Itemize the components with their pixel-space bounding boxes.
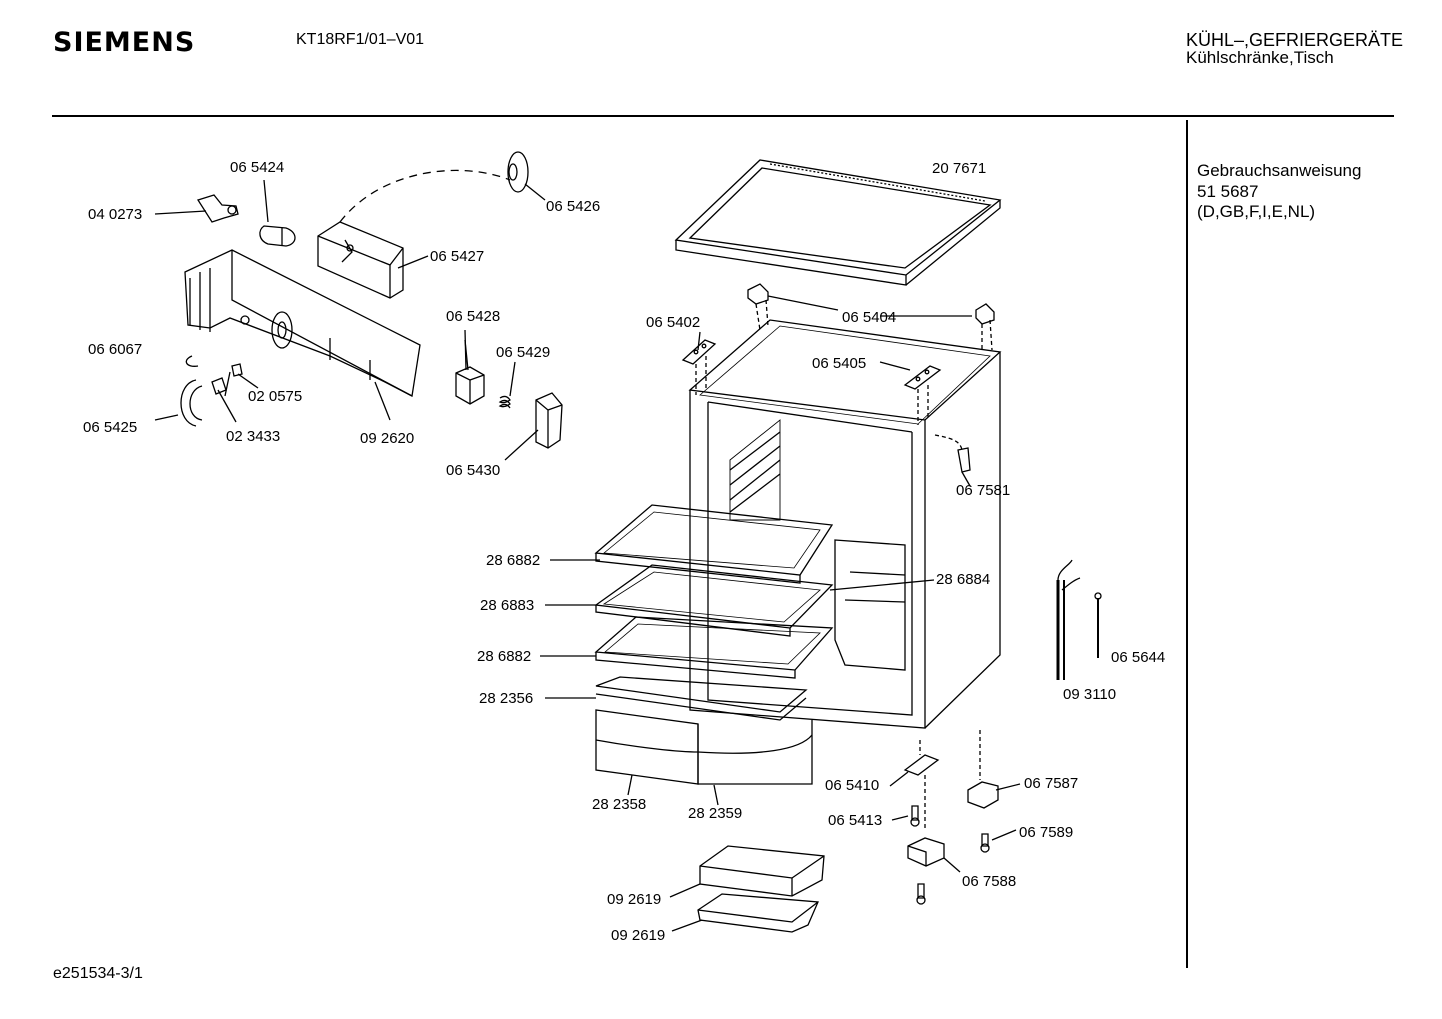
thermostat-box	[317, 221, 404, 299]
part-label: 28 2359	[688, 805, 742, 822]
bushing	[934, 434, 971, 473]
part-label: 28 2358	[592, 796, 646, 813]
clip-right	[975, 303, 995, 352]
freezer-compartment	[834, 539, 906, 671]
capillary-tube	[339, 169, 511, 223]
part-labels: 06 5424 04 0273 06 5426 06 5427 06 5428 …	[83, 159, 1165, 944]
part-label: 02 0575	[248, 388, 302, 405]
part-label: 06 5430	[446, 462, 500, 479]
category-title: KÜHL–,GEFRIERGERÄTE	[1186, 30, 1404, 50]
foot-bracket	[907, 837, 945, 867]
part-label: 06 5427	[430, 248, 484, 265]
crisper-cover	[595, 676, 808, 721]
thermostat-knob	[507, 151, 529, 193]
leader-lines	[154, 179, 1021, 932]
control-housing	[184, 249, 421, 397]
part-label: 28 6883	[480, 597, 534, 614]
hinge-top-left	[681, 339, 717, 395]
part-label: 04 0273	[88, 206, 142, 223]
sensor-tube	[1094, 592, 1102, 658]
sensor-bundle	[1056, 559, 1081, 680]
part-label: 06 5644	[1111, 649, 1165, 666]
document-id: e251534-3/1	[53, 965, 143, 982]
part-label: 28 6882	[486, 552, 540, 569]
container-tray	[697, 893, 819, 933]
lamp-socket	[196, 194, 239, 223]
manual-title: Gebrauchsanweisung	[1197, 161, 1362, 180]
part-label: 06 7588	[962, 873, 1016, 890]
part-label: 09 2619	[607, 891, 661, 908]
header-divider	[52, 115, 1394, 117]
part-label: 02 3433	[226, 428, 280, 445]
manual-languages: (D,GB,F,I,E,NL)	[1197, 202, 1316, 221]
screw-1	[910, 805, 920, 827]
part-label: 06 5425	[83, 419, 137, 436]
part-label: 28 6882	[477, 648, 531, 665]
part-label: 06 5424	[230, 159, 284, 176]
clip-left	[747, 283, 769, 331]
part-label: 06 5429	[496, 344, 550, 361]
part-label: 06 7581	[956, 482, 1010, 499]
part-label: 06 5410	[825, 777, 879, 794]
brand-logo: SIEMENS	[53, 27, 196, 58]
manual-number: 51 5687	[1197, 182, 1259, 201]
part-label: 06 7587	[1024, 775, 1078, 792]
bracket	[231, 363, 243, 377]
screw-3	[916, 883, 926, 905]
switch	[455, 339, 485, 405]
part-label: 06 6067	[88, 341, 142, 358]
part-label: 06 5405	[812, 355, 866, 372]
part-label: 06 5426	[546, 198, 600, 215]
crisper-drawers	[595, 709, 813, 785]
hinge-top-right	[903, 365, 942, 425]
worktop	[674, 159, 1002, 286]
clip	[185, 355, 199, 367]
part-label: 06 5402	[646, 314, 700, 331]
shelf-2	[594, 564, 834, 637]
evaporator-fins	[729, 419, 781, 521]
part-label: 28 6884	[936, 571, 990, 588]
part-label: 06 5428	[446, 308, 500, 325]
cabinet-body	[688, 319, 1002, 729]
part-label: 09 2620	[360, 430, 414, 447]
shelf-1	[594, 504, 834, 584]
part-label: 09 3110	[1063, 686, 1116, 703]
model-number: KT18RF1/01–V01	[296, 31, 425, 48]
light-bulb	[259, 225, 296, 247]
part-label: 09 2619	[611, 927, 665, 944]
spring	[498, 395, 511, 409]
container-lid	[699, 845, 825, 897]
hinge-pin	[967, 730, 999, 809]
lamp-cover	[180, 379, 203, 427]
screw-2	[980, 833, 990, 853]
part-label: 20 7671	[932, 160, 986, 177]
part-label: 06 7589	[1019, 824, 1073, 841]
category-subtitle: Kühlschränke,Tisch	[1186, 48, 1334, 67]
part-label: 06 5404	[842, 309, 896, 326]
hinge-bottom	[903, 740, 940, 830]
switch-cover	[535, 392, 563, 449]
sidebar-divider	[1186, 120, 1188, 968]
part-label: 06 5413	[828, 812, 882, 829]
part-label: 28 2356	[479, 690, 533, 707]
